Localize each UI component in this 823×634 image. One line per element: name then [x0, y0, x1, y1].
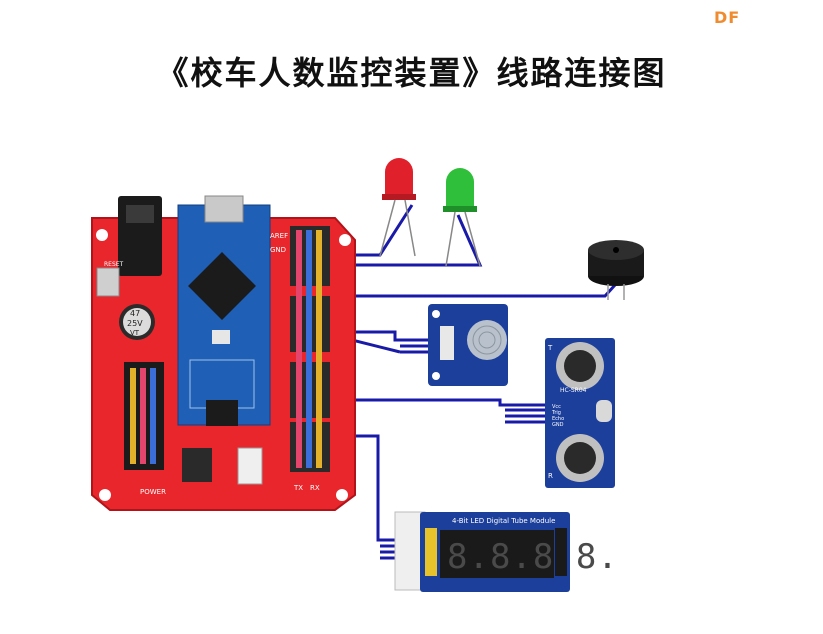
- power-header: [182, 448, 212, 482]
- gnd-label: GND: [270, 246, 286, 254]
- red-led: [379, 158, 416, 257]
- rx-label: RX: [310, 484, 320, 492]
- arduino-nano: [177, 195, 271, 426]
- buzzer: [588, 240, 644, 300]
- wire-ultra-1: [320, 398, 545, 407]
- aref-label: AREF: [270, 232, 288, 240]
- tx-label: TX: [293, 484, 303, 492]
- reset-label: RESET: [104, 261, 124, 268]
- wire-buzzer: [320, 283, 617, 298]
- ultrasonic-sensor: HC-SR04 Vcc Trig Echo GND T R: [545, 338, 615, 488]
- io-shield-board: RESET 47 25V VT: [91, 195, 356, 511]
- ultra-pin-gnd: GND: [552, 422, 564, 428]
- wire-touch-1: [320, 330, 430, 342]
- analog-headers: [124, 362, 164, 470]
- power-label: POWER: [140, 488, 166, 496]
- diagram-title: 《校车人数监控装置》线路连接图: [156, 54, 667, 92]
- green-led: [443, 168, 481, 267]
- digital-tube-module: 4-Bit LED Digital Tube Module 8.8.8.8.: [394, 511, 619, 592]
- ultrasonic-model: HC-SR04: [560, 387, 587, 394]
- touch-sensor-module: [428, 304, 508, 386]
- ultra-pin-echo: Echo: [552, 416, 564, 422]
- ultra-t-label: T: [547, 344, 553, 352]
- reset-button: [96, 267, 120, 297]
- display-digits: 8.8.8.8.: [447, 537, 619, 577]
- digital-headers: [290, 226, 330, 472]
- usb-connector: [204, 195, 244, 223]
- df-logo: DF: [714, 8, 741, 27]
- mcu-chip: [188, 252, 256, 320]
- ultra-r-label: R: [548, 472, 553, 480]
- ultra-pin-vcc: Vcc: [552, 404, 561, 410]
- display-module-label: 4-Bit LED Digital Tube Module: [452, 517, 555, 525]
- cap-label-2: 25V: [127, 319, 143, 328]
- ultra-pin-trig: Trig: [551, 410, 561, 416]
- cap-label-1: 47: [130, 309, 140, 318]
- cap-label-3: VT: [130, 329, 140, 337]
